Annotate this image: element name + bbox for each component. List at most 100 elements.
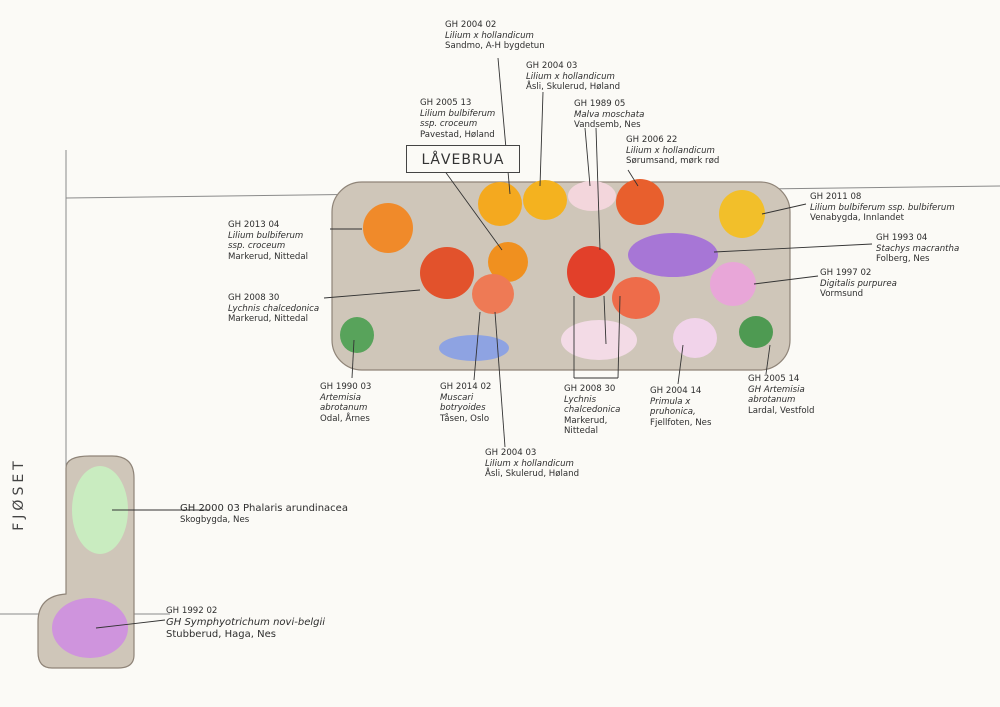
plant-label-line: Markerud,	[564, 415, 608, 426]
plant-label-line: GH 2008 30	[564, 384, 616, 394]
plant-phalaris-pale-green	[72, 466, 128, 554]
plant-label-line: Skogbygda, Nes	[180, 515, 250, 525]
plant-muscari-blue	[439, 335, 509, 361]
plant-label-line: Lilium x hollandicum	[485, 458, 574, 469]
fjoset-label: FJØSET	[10, 457, 27, 531]
plant-label-line: Åsli, Skulerud, Høland	[526, 82, 621, 93]
plant-label-line: Sandmo, A-H bygdetun	[445, 41, 545, 52]
plant-label-line: GH 2006 22	[626, 135, 678, 145]
plant-label-line: Pavestad, Høland	[420, 129, 495, 140]
plant-label-line: Åsli, Skulerud, Høland	[485, 469, 580, 480]
plant-label-line: Digitalis purpurea	[820, 278, 897, 289]
plant-label-line: GH 1989 05	[574, 99, 626, 109]
plant-artemisia-right	[739, 316, 773, 348]
plant-label-line: Primula x	[650, 396, 691, 407]
plant-label-line: Tåsen, Oslo	[440, 413, 490, 424]
plant-label-line: GH Symphyotrichum novi-belgii	[166, 616, 326, 628]
plant-label-line: GH 2004 02	[445, 20, 497, 30]
plant-label-line: GH 2004 03	[526, 61, 578, 71]
plant-label-line: GH 1992 02	[166, 606, 218, 616]
plant-label-line: Markerud, Nittedal	[228, 314, 309, 325]
plant-label-line: GH 2005 14	[748, 374, 800, 384]
main-bed	[331, 181, 791, 371]
plant-label-line: Muscari	[440, 392, 474, 403]
plant-symphyotrichum-purple	[52, 598, 128, 658]
plant-primula-pale-small	[673, 318, 717, 358]
plant-label-line: GH 1997 02	[820, 268, 872, 278]
plant-lychnis-left	[420, 247, 474, 299]
plant-label-line: GH 2000 03 Phalaris arundinacea	[180, 503, 348, 514]
plant-label-line: Vandsemb, Nes	[574, 120, 641, 131]
plant-lilium-orange-mid	[488, 242, 528, 282]
plant-label-line: Lilium bulbiferum ssp. bulbiferum	[810, 202, 955, 213]
plant-label-line: pruhonica,	[650, 407, 696, 418]
plant-label-line: Venabygda, Innlandet	[810, 213, 905, 224]
plant-label-line: Sørumsand, mørk rød	[626, 156, 720, 167]
plant-label-line: Lychnis chalcedonica	[228, 303, 320, 314]
plant-label-line: GH 2004 03	[485, 448, 537, 458]
plant-salmon-right	[612, 277, 660, 319]
plant-malva-pale	[568, 181, 616, 211]
plant-label-line: Fjellfoten, Nes	[650, 417, 712, 428]
plant-label-line: GH 2014 02	[440, 382, 492, 392]
leader-lines	[95, 57, 873, 629]
plant-label-line: GH 2005 13	[420, 98, 472, 108]
plant-salmon-left	[472, 274, 514, 314]
plant-label-line: Stubberud, Haga, Nes	[166, 628, 276, 640]
plant-label-line: Lilium x hollandicum	[626, 145, 715, 156]
plant-label-line: ssp. croceum	[228, 241, 286, 252]
plant-label-line: GH Artemisia	[748, 384, 805, 395]
plant-label-line: abrotanum	[748, 395, 796, 406]
plant-lilium-red-top	[616, 179, 664, 225]
plant-label-line: Lilium bulbiferum	[228, 230, 304, 241]
plant-label-line: Lilium x hollandicum	[445, 30, 534, 41]
plant-label-line: Lardal, Vestfold	[748, 405, 815, 416]
plant-label-line: Malva moschata	[574, 109, 645, 120]
plant-label-line: botryoides	[440, 403, 486, 414]
lavebrua-sign: LÅVEBRUA	[406, 145, 520, 173]
plant-label-line: Odal, Årnes	[320, 413, 370, 424]
plant-label-line: Lilium bulbiferum	[420, 108, 496, 119]
plant-label-line: Stachys macrantha	[876, 243, 960, 254]
plant-label-line: Folberg, Nes	[876, 254, 930, 265]
plant-label-line: Nittedal	[564, 426, 598, 437]
plant-lychnis-mid	[567, 246, 615, 298]
plant-primula-pale-large	[561, 320, 637, 360]
plant-label-line: ssp. croceum	[420, 119, 478, 130]
plant-label-line: GH 1993 04	[876, 233, 928, 243]
plant-stachys-violet	[628, 233, 718, 277]
plant-label-line: Artemisia	[320, 392, 361, 403]
plant-artemisia-left	[340, 317, 374, 353]
plant-digitalis-pink	[710, 262, 756, 306]
plant-label-line: GH 2008 30	[228, 293, 280, 303]
plant-label-line: Lilium x hollandicum	[526, 71, 615, 82]
plant-lilium-amber-1	[478, 182, 522, 226]
plant-label-line: chalcedonica	[564, 405, 621, 416]
plant-label-line: GH 2011 08	[810, 192, 862, 202]
plant-label-line: Markerud, Nittedal	[228, 251, 309, 262]
plant-label-line: GH 2013 04	[228, 220, 280, 230]
plant-label-line: Lychnis	[564, 394, 597, 405]
plant-label-line: GH 2004 14	[650, 386, 702, 396]
plant-lilium-orange-left	[363, 203, 413, 253]
plant-label-line: Vormsund	[820, 289, 864, 300]
